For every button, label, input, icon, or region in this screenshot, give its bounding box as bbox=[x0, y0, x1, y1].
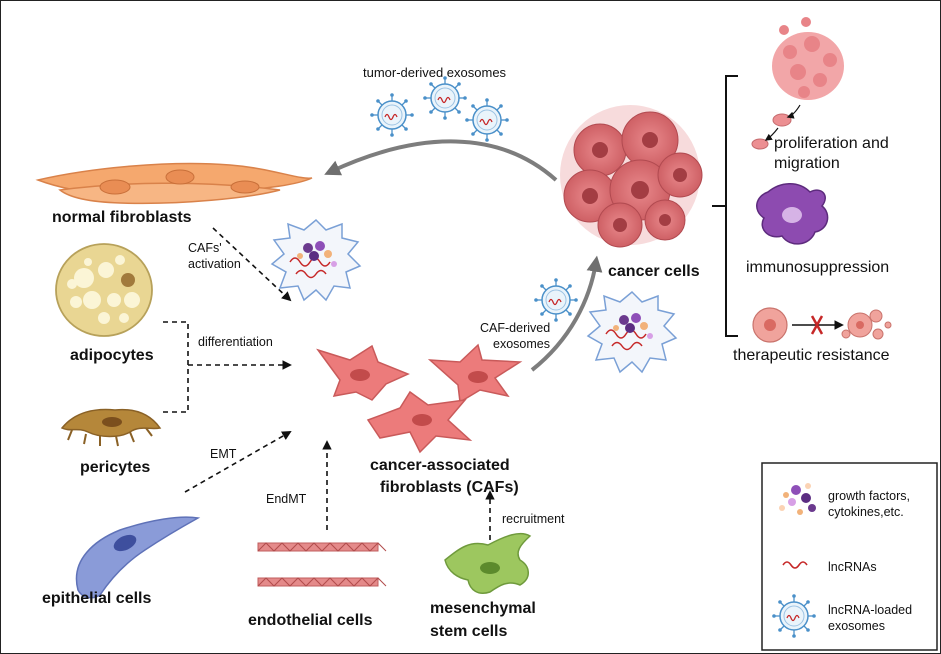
cancer-cells-icon bbox=[560, 105, 703, 248]
immune-cell-icon bbox=[756, 183, 829, 245]
legend-exo-1: lncRNA-loaded bbox=[828, 603, 912, 617]
differentiation-label: differentiation bbox=[198, 335, 273, 349]
arrow-to-cancer bbox=[530, 255, 603, 372]
tumor-derived-exosomes bbox=[369, 75, 510, 143]
cafs-activation-label-2: activation bbox=[188, 257, 241, 271]
cafs-label-2: fibroblasts (CAFs) bbox=[380, 479, 519, 496]
epithelial-cells-icon bbox=[75, 516, 201, 599]
normal-fibroblasts-label: normal fibroblasts bbox=[52, 209, 192, 226]
pericytes-icon bbox=[60, 408, 162, 447]
legend-exo-2: exosomes bbox=[828, 619, 885, 633]
endothelial-cells-icon bbox=[257, 542, 387, 587]
proliferation-label-1: proliferation and bbox=[774, 135, 889, 152]
emt-label: EMT bbox=[210, 447, 237, 461]
endothelial-cells-label: endothelial cells bbox=[248, 612, 373, 629]
adipocytes-label: adipocytes bbox=[70, 347, 154, 364]
pericytes-label: pericytes bbox=[80, 459, 150, 476]
caf-exosomes-label-2: exosomes bbox=[493, 337, 550, 351]
cancer-cells-label: cancer cells bbox=[608, 263, 700, 280]
recruitment-label: recruitment bbox=[502, 512, 565, 526]
cafs-icon bbox=[316, 343, 523, 454]
immunosuppression-label: immunosuppression bbox=[746, 259, 889, 276]
mesenchymal-label-1: mesenchymal bbox=[430, 600, 536, 617]
mesenchymal-stem-cells-icon bbox=[444, 532, 532, 594]
therapeutic-resistance-label: therapeutic resistance bbox=[733, 347, 890, 364]
lncrna-exosome-icon bbox=[771, 593, 817, 639]
endmt-label: EndMT bbox=[266, 492, 307, 506]
differentiation-bracket bbox=[163, 321, 189, 413]
normal-fibroblasts-icon bbox=[35, 162, 313, 205]
cafs-label-1: cancer-associated bbox=[370, 457, 510, 474]
therapeutic-resistance-icon bbox=[752, 307, 892, 343]
growth-factors-icon bbox=[779, 483, 816, 515]
proliferation-icon bbox=[751, 17, 844, 150]
exosome-icon bbox=[533, 277, 579, 323]
exosome-cargo-icon bbox=[271, 219, 361, 301]
exosome-icon bbox=[464, 97, 510, 143]
adipocytes-icon bbox=[55, 243, 153, 337]
tumor-derived-exosomes-label: tumor-derived exosomes bbox=[363, 65, 507, 80]
caf-exosomes-label-1: CAF-derived bbox=[480, 321, 550, 335]
effects-bracket bbox=[712, 75, 738, 337]
exosome-icon bbox=[369, 92, 415, 138]
epithelial-cells-label: epithelial cells bbox=[42, 590, 151, 607]
mesenchymal-label-2: stem cells bbox=[430, 623, 507, 640]
exosome-icon bbox=[422, 75, 468, 121]
proliferation-label-2: migration bbox=[774, 155, 840, 172]
exosome-cargo-icon bbox=[587, 291, 677, 373]
legend-lncrnas: lncRNAs bbox=[828, 560, 877, 574]
legend-growth-2: cytokines,etc. bbox=[828, 505, 904, 519]
lncrna-icon bbox=[782, 561, 808, 569]
cafs-activation-label-1: CAFs' bbox=[188, 241, 222, 255]
emt-arrow bbox=[184, 431, 292, 493]
arrow-to-fibroblasts bbox=[324, 139, 558, 182]
legend-growth-1: growth factors, bbox=[828, 489, 910, 503]
